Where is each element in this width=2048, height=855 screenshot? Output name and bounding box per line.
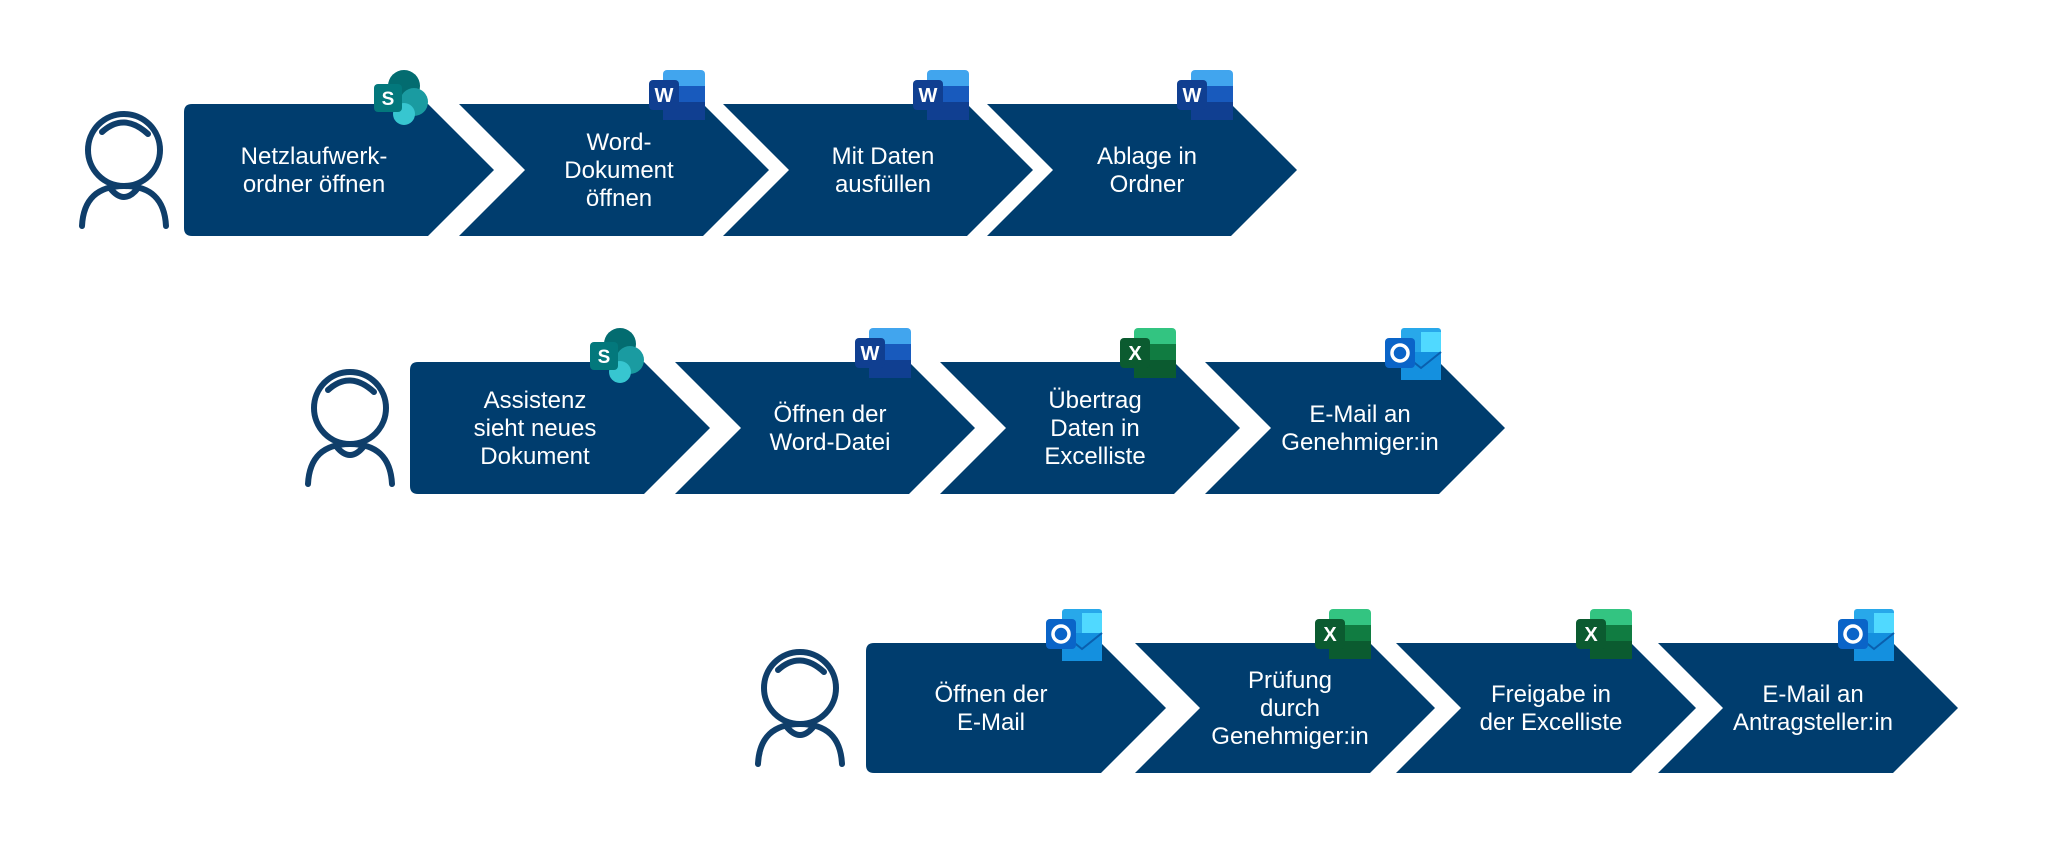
- svg-text:S: S: [598, 347, 611, 368]
- excel-icon: X: [1315, 609, 1371, 659]
- svg-text:W: W: [1183, 85, 1202, 107]
- step-label-line: durch: [1260, 695, 1320, 722]
- excel-icon: X: [1120, 328, 1176, 378]
- step-label-line: Prüfung: [1248, 667, 1332, 694]
- word-icon: W: [1177, 70, 1233, 120]
- word-icon: W: [649, 70, 705, 120]
- step-label-line: Genehmiger:in: [1211, 723, 1368, 750]
- step-chevron: [184, 104, 494, 236]
- step-label-line: Mit Daten: [832, 143, 935, 170]
- step-label-line: Word-: [587, 129, 652, 156]
- svg-text:W: W: [919, 85, 938, 107]
- person-icon: [305, 369, 395, 487]
- person-icon: [755, 649, 845, 767]
- outlook-icon: [1046, 609, 1103, 661]
- person-icon: [79, 111, 169, 229]
- step-label-line: öffnen: [586, 185, 652, 212]
- step-label-line: Word-Datei: [770, 429, 891, 456]
- step-chevron: [459, 104, 769, 236]
- process-step: Netzlaufwerk-ordner öffnen S: [184, 70, 494, 236]
- excel-icon: X: [1576, 609, 1632, 659]
- step-label-line: Assistenz: [484, 387, 587, 414]
- step-chevron: [410, 362, 710, 494]
- svg-text:S: S: [382, 89, 395, 110]
- step-label-line: Ordner: [1110, 171, 1185, 198]
- sharepoint-icon: S: [590, 328, 644, 383]
- outlook-icon: [1838, 609, 1895, 661]
- step-label-line: E-Mail an: [1762, 681, 1863, 708]
- step-label-line: Freigabe in: [1491, 681, 1611, 708]
- step-label-line: ordner öffnen: [243, 171, 385, 198]
- svg-text:W: W: [655, 85, 674, 107]
- step-label-line: E-Mail an: [1309, 401, 1410, 428]
- step-chevron: [675, 362, 975, 494]
- step-chevron: [1658, 643, 1958, 773]
- step-chevron: [1205, 362, 1505, 494]
- step-label-line: Übertrag: [1048, 387, 1141, 414]
- svg-text:X: X: [1128, 343, 1142, 365]
- step-label-line: Dokument: [564, 157, 674, 184]
- step-label-line: Netzlaufwerk-: [241, 143, 388, 170]
- step-chevron: [866, 643, 1166, 773]
- process-row: Netzlaufwerk-ordner öffnen S Word-Dokument…: [79, 70, 1297, 236]
- step-label-line: Excelliste: [1044, 443, 1145, 470]
- step-chevron: [987, 104, 1297, 236]
- sharepoint-icon: S: [374, 70, 428, 125]
- svg-text:X: X: [1584, 624, 1598, 646]
- svg-text:W: W: [861, 343, 880, 365]
- step-chevron: [723, 104, 1033, 236]
- step-label: Netzlaufwerk-ordner öffnen: [241, 143, 388, 198]
- step-label-line: Dokument: [480, 443, 590, 470]
- step-label-line: Öffnen der: [774, 401, 887, 428]
- step-chevron: [1396, 643, 1696, 773]
- step-label-line: E-Mail: [957, 709, 1025, 736]
- word-icon: W: [855, 328, 911, 378]
- step-label-line: Ablage in: [1097, 143, 1197, 170]
- step-label-line: Genehmiger:in: [1281, 429, 1438, 456]
- step-label-line: Öffnen der: [935, 681, 1048, 708]
- step-label-line: der Excelliste: [1480, 709, 1623, 736]
- step-label-line: ausfüllen: [835, 171, 931, 198]
- step-chevron: [1135, 643, 1435, 773]
- step-chevron: [940, 362, 1240, 494]
- word-icon: W: [913, 70, 969, 120]
- svg-text:X: X: [1323, 624, 1337, 646]
- step-label-line: sieht neues: [474, 415, 597, 442]
- step-label-line: Antragsteller:in: [1733, 709, 1893, 736]
- step-label-line: Daten in: [1050, 415, 1139, 442]
- outlook-icon: [1385, 328, 1442, 380]
